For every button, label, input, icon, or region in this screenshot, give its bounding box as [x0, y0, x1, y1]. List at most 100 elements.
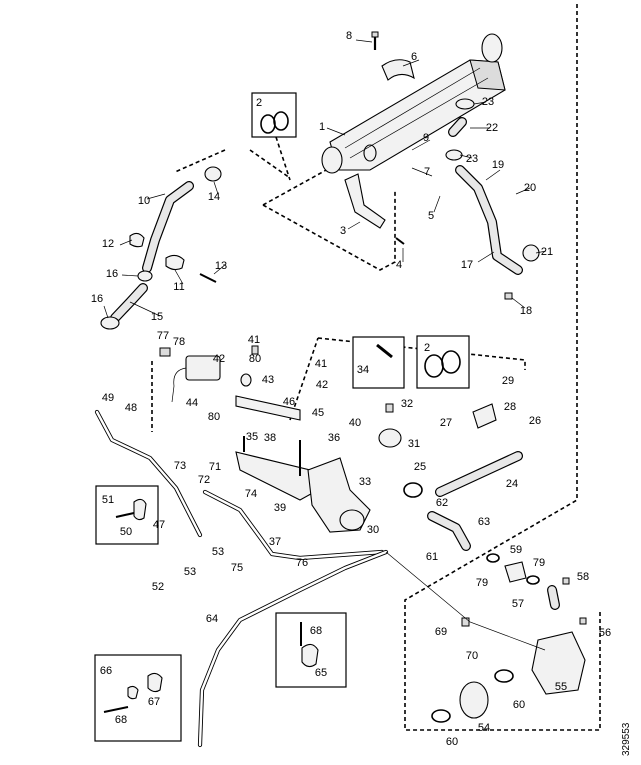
- part-number-label: 53: [212, 546, 224, 558]
- part-number-label: 7: [424, 166, 430, 178]
- part-number-label: 75: [231, 562, 243, 574]
- part-number-label: 67: [148, 696, 160, 708]
- bracket-3: [344, 173, 405, 245]
- part-number-label: 69: [435, 626, 447, 638]
- pipe-75: [202, 489, 385, 561]
- part-number-label: 11: [173, 281, 184, 293]
- part-number-label: 2: [424, 342, 430, 354]
- part-number-label: 35: [246, 431, 258, 443]
- part-number-label: 29: [502, 375, 514, 387]
- part-number-label: 74: [245, 488, 257, 500]
- part-number-label: 44: [186, 397, 198, 409]
- part-number-label: 52: [152, 581, 164, 593]
- part-number-label: 18: [520, 305, 532, 317]
- pump-55: [531, 617, 587, 695]
- part-number-label: 19: [492, 159, 504, 171]
- part-number-label: 61: [426, 551, 438, 563]
- part-number-label: 39: [274, 502, 286, 514]
- part-number-label: 73: [174, 460, 186, 472]
- part-number-label: 13: [215, 260, 227, 272]
- part-number-label: 47: [153, 519, 165, 531]
- part-number-label: 46: [283, 396, 295, 408]
- egr-cooler: [321, 33, 506, 174]
- part-number-label: 62: [436, 497, 448, 509]
- part-number-label: 2: [256, 97, 262, 109]
- part-number-label: 36: [328, 432, 340, 444]
- part-number-label: 80: [208, 411, 220, 423]
- part-number-label: 23: [482, 96, 494, 108]
- part-number-label: 71: [209, 461, 221, 473]
- part-number-label: 10: [138, 195, 150, 207]
- kit-box-clip-68-65: [275, 612, 347, 688]
- coolant-pipe-17: [445, 98, 540, 300]
- part-number-label: 80: [249, 353, 261, 365]
- bracket-6: [371, 31, 415, 81]
- fittings-69-70: [385, 551, 546, 651]
- part-number-label: 26: [529, 415, 541, 427]
- part-number-label: 30: [367, 524, 379, 536]
- part-number-label: 15: [151, 311, 163, 323]
- part-number-label: 34: [357, 364, 369, 376]
- part-number-label: 76: [296, 557, 308, 569]
- part-number-label: 48: [125, 402, 137, 414]
- part-number-label: 55: [555, 681, 567, 693]
- part-number-label: 6: [411, 51, 417, 63]
- part-number-label: 57: [512, 598, 524, 610]
- part-number-label: 33: [359, 476, 371, 488]
- part-number-label: 63: [478, 516, 490, 528]
- part-number-label: 64: [206, 613, 218, 625]
- part-number-label: 41: [315, 358, 327, 370]
- kit-box-clip-51-50: [95, 485, 159, 545]
- kit-box-pin: [352, 336, 405, 389]
- actuator-43: [235, 345, 301, 421]
- part-number-label: 60: [513, 699, 525, 711]
- part-number-label: 54: [478, 722, 490, 734]
- hose-59-57: [486, 553, 570, 610]
- part-number-label: 22: [486, 122, 498, 134]
- part-number-label: 27: [440, 417, 452, 429]
- egr-pipe-10: [142, 166, 222, 273]
- part-number-label: 41: [248, 334, 260, 346]
- part-number-label: 56: [599, 627, 611, 639]
- part-number-label: 40: [349, 417, 361, 429]
- part-number-label: 24: [506, 478, 518, 490]
- part-number-label: 43: [262, 374, 274, 386]
- part-number-label: 65: [315, 667, 327, 679]
- part-number-label: 66: [100, 665, 112, 677]
- part-number-label: 3: [340, 225, 346, 237]
- leader-lines: [103, 39, 547, 319]
- part-number-label: 77: [157, 330, 169, 342]
- part-number-label: 14: [208, 191, 220, 203]
- part-number-label: 1: [319, 121, 325, 133]
- part-number-label: 79: [476, 577, 488, 589]
- part-number-label: 20: [524, 182, 536, 194]
- hose-54: [431, 669, 514, 723]
- part-number-label: 58: [577, 571, 589, 583]
- egr-valve-44: [159, 347, 221, 403]
- part-number-label: 49: [102, 392, 114, 404]
- part-number-label: 59: [510, 544, 522, 556]
- manifold-35: [235, 436, 319, 501]
- pipe-64: [197, 549, 389, 748]
- part-number-label: 5: [428, 210, 434, 222]
- cooler-housing-30: [307, 457, 371, 533]
- kit-box-clip-66-67-68: [94, 654, 182, 742]
- part-number-label: 16: [106, 268, 118, 280]
- part-number-label: 9: [423, 132, 429, 144]
- part-number-label: 16: [91, 293, 103, 305]
- part-number-label: 28: [504, 401, 516, 413]
- pipe-47: [94, 409, 203, 538]
- part-number-label: 45: [312, 407, 324, 419]
- pipe-61: [427, 511, 471, 551]
- part-number-label: 32: [401, 398, 413, 410]
- part-number-label: 12: [102, 238, 114, 250]
- part-number-label: 42: [213, 353, 225, 365]
- part-number-label: 51: [102, 494, 114, 506]
- pipe-24: [403, 451, 523, 498]
- part-number-label: 70: [466, 650, 478, 662]
- part-number-label: 42: [316, 379, 328, 391]
- part-number-label: 31: [408, 438, 420, 450]
- part-number-label: 60: [446, 736, 458, 748]
